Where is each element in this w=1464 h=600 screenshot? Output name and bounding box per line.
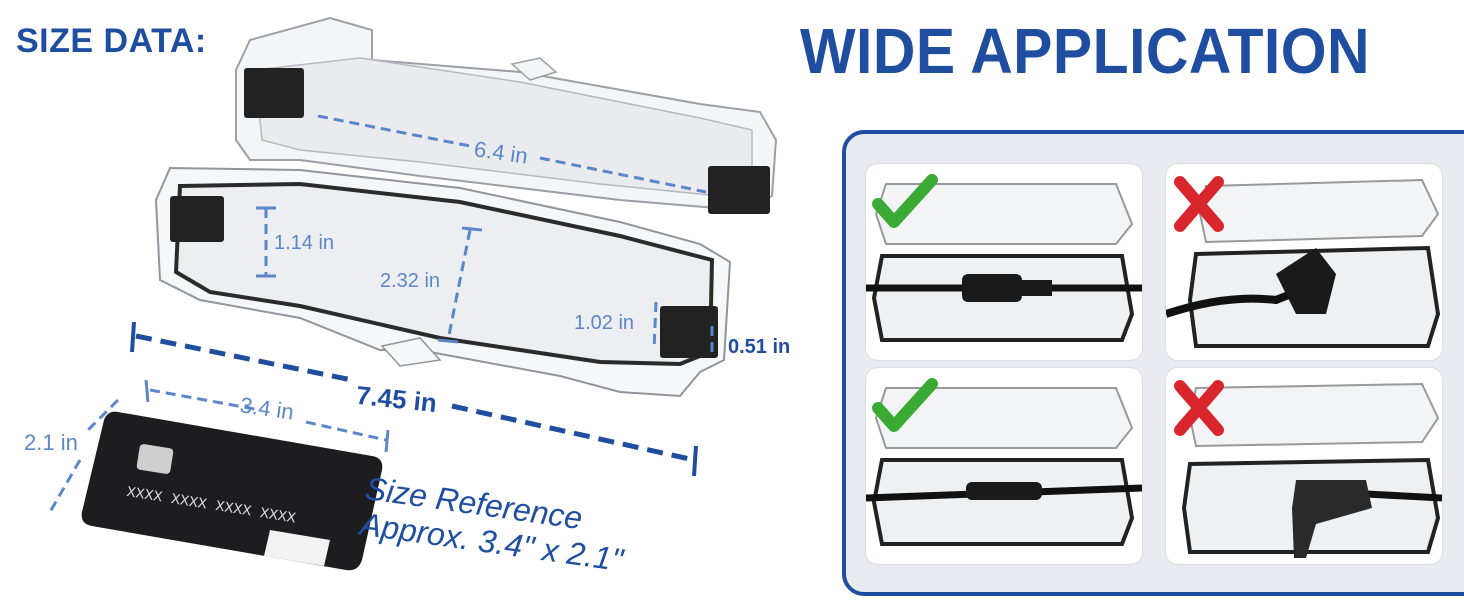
dimension-lines: [48, 114, 714, 513]
application-panel: [842, 130, 1464, 596]
check-icon: [872, 378, 938, 432]
size-data-title: SIZE DATA:: [16, 22, 207, 60]
enclosure-illustration: [48, 16, 778, 571]
enclosure-base: [154, 166, 732, 398]
cross-icon: [1174, 176, 1224, 232]
dimension-caps: [144, 206, 483, 453]
enclosure-cord-image: [866, 387, 1142, 546]
check-icon: [872, 174, 938, 228]
credit-card: [81, 411, 383, 571]
application-cell-correct-1: [866, 164, 1142, 360]
inner-height-label: 1.14 in: [274, 232, 335, 254]
application-cell-wrong-1: [1166, 164, 1442, 360]
total-length-line: [135, 333, 695, 463]
enclosure-cord-image: [866, 183, 1142, 342]
inner-width-label: 2.32 in: [380, 270, 441, 292]
slot-width-label: 0.51 in: [728, 336, 791, 358]
application-cell-wrong-2: [1166, 368, 1442, 564]
wide-application-title: WIDE APPLICATION: [800, 15, 1370, 87]
cross-icon: [1174, 380, 1224, 436]
enclosure-cord-image: [1181, 382, 1442, 558]
enclosure-lid: [235, 16, 778, 214]
card-height-label: 2.1 in: [24, 430, 78, 455]
total-length-caps: [130, 321, 698, 477]
application-cell-correct-2: [866, 368, 1142, 564]
slot-height-label: 1.02 in: [574, 312, 635, 334]
enclosure-cord-image: [1166, 178, 1441, 348]
